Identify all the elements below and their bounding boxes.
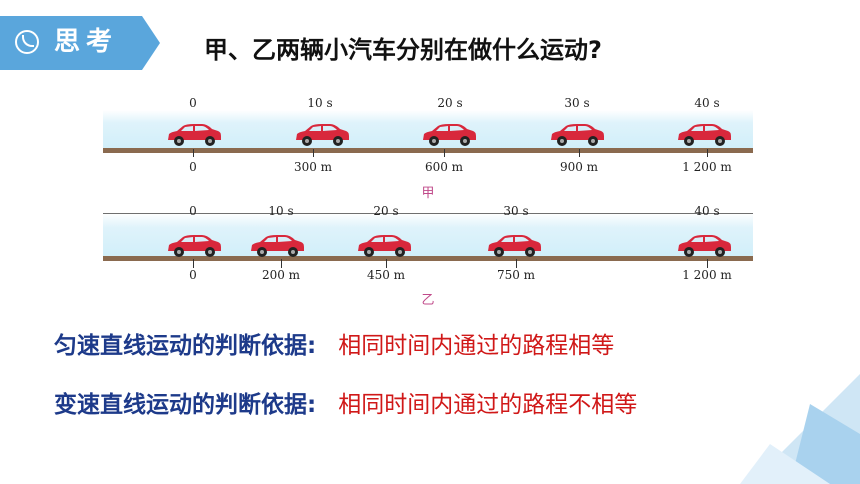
car-icon <box>355 232 413 258</box>
car-icon <box>248 232 306 258</box>
car-icon <box>420 121 478 147</box>
uniform-motion-rule: 匀速直线运动的判断依据: 相同时间内通过的路程相等 <box>54 330 614 362</box>
time-label: 30 s <box>503 204 529 218</box>
distance-tick <box>193 259 194 268</box>
distance-label: 600 m <box>424 160 464 174</box>
distance-tick <box>707 149 708 157</box>
car-icon <box>485 232 543 258</box>
distance-label: 900 m <box>559 160 599 174</box>
distance-tick <box>516 259 517 268</box>
rule-answer: 相同时间内通过的路程相等 <box>338 333 615 359</box>
car-icon <box>165 232 223 258</box>
distance-label: 200 m <box>261 268 301 282</box>
question-title: 甲、乙两辆小汽车分别在做什么运动? <box>204 36 602 64</box>
time-label: 40 s <box>694 96 720 110</box>
distance-label: 0 <box>189 268 197 282</box>
car-icon <box>293 121 351 147</box>
distance-label: 1 200 m <box>682 160 732 174</box>
distance-tick <box>579 149 580 157</box>
time-label: 20 s <box>437 96 463 110</box>
distance-label: 450 m <box>366 268 406 282</box>
rule-heading: 匀速直线运动的判断依据: <box>54 333 317 359</box>
time-label: 0 <box>189 204 197 218</box>
time-label: 30 s <box>564 96 590 110</box>
distance-tick <box>386 259 387 268</box>
section-badge: 思考 <box>0 16 160 70</box>
corner-decoration <box>740 374 860 484</box>
distance-label: 750 m <box>496 268 536 282</box>
distance-tick <box>707 259 708 268</box>
rule-answer: 相同时间内通过的路程不相等 <box>338 392 638 418</box>
distance-label: 300 m <box>293 160 333 174</box>
time-label: 0 <box>189 96 197 110</box>
badge-label: 思考 <box>54 27 119 57</box>
time-label: 10 s <box>307 96 333 110</box>
time-label: 20 s <box>373 204 399 218</box>
variable-motion-rule: 变速直线运动的判断依据: 相同时间内通过的路程不相等 <box>54 389 637 421</box>
car-icon <box>675 121 733 147</box>
road-label-jia: 甲 <box>421 186 435 201</box>
car-icon <box>548 121 606 147</box>
distance-label: 1 200 m <box>682 268 732 282</box>
road-label-yi: 乙 <box>421 293 435 308</box>
thinking-circle-icon <box>15 30 39 54</box>
distance-tick <box>281 259 282 268</box>
distance-label: 0 <box>189 160 197 174</box>
car-icon <box>675 232 733 258</box>
rule-heading: 变速直线运动的判断依据: <box>54 392 317 418</box>
car-icon <box>165 121 223 147</box>
distance-tick <box>313 149 314 157</box>
time-label: 10 s <box>268 204 294 218</box>
distance-tick <box>444 149 445 157</box>
time-label: 40 s <box>694 204 720 218</box>
distance-tick <box>193 149 194 157</box>
